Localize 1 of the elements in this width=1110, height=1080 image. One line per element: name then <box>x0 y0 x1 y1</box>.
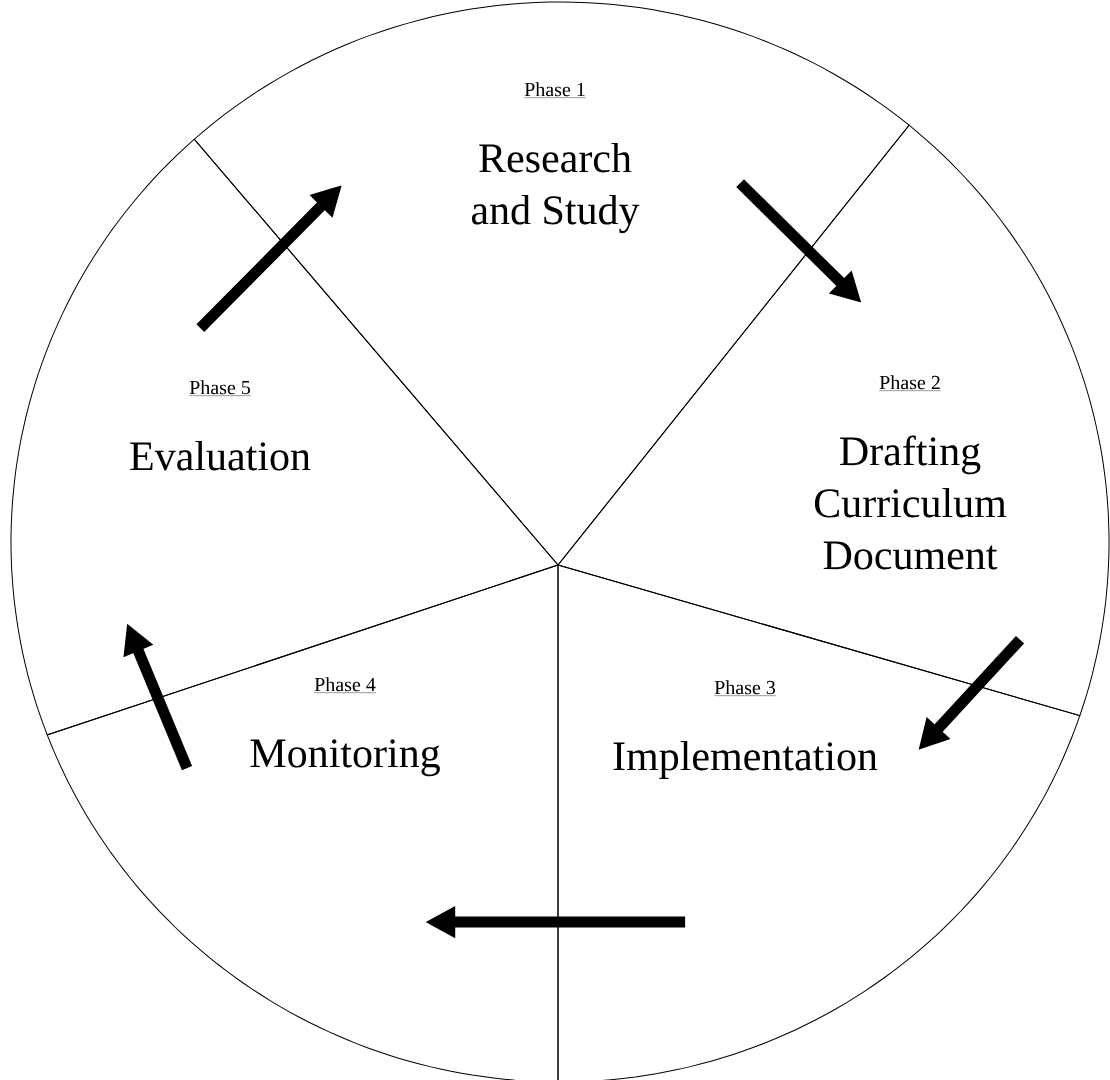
pie-sector: Phase 4 Monitoring <box>46 564 559 1080</box>
